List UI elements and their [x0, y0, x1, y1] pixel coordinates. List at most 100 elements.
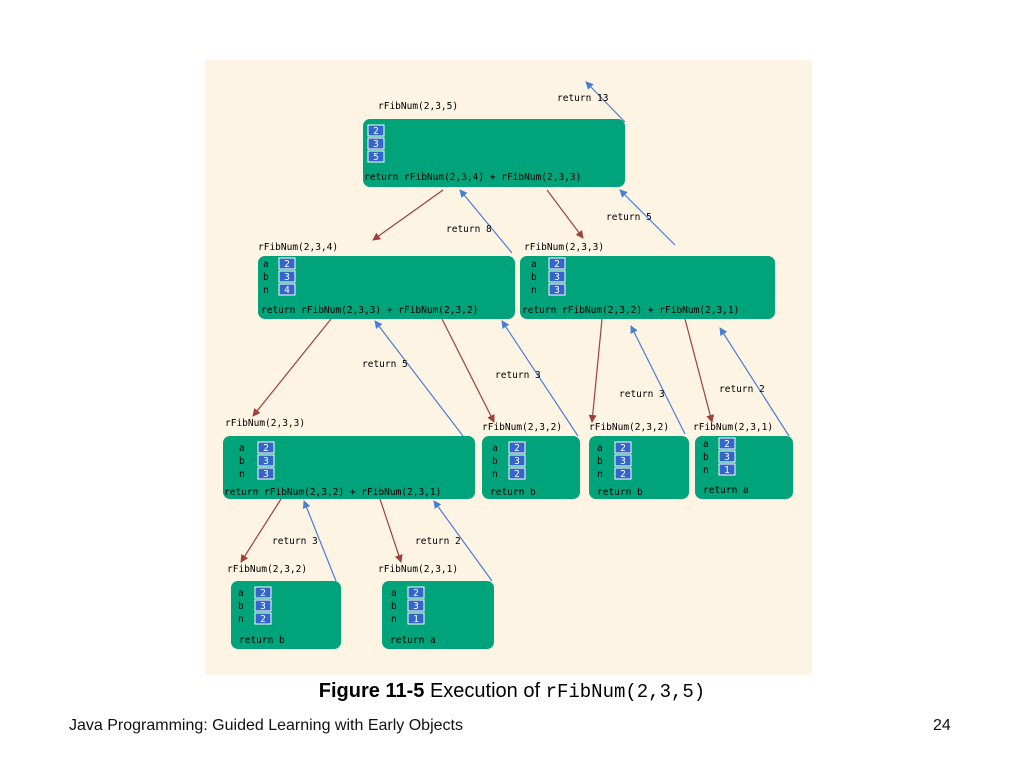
- frame-n0: rFibNum(2,3,5)a2b3n5return rFibNum(2,3,4…: [363, 101, 625, 187]
- var-box-a: [254, 586, 272, 599]
- return-arrow: [374, 320, 464, 437]
- call-arrow: [546, 189, 584, 239]
- return-value-label: return 2: [719, 384, 765, 395]
- var-label-a: a: [531, 259, 537, 270]
- return-value-label: return 2: [415, 536, 461, 547]
- footer-page-number: 24: [933, 717, 951, 734]
- var-label-n: n: [263, 285, 269, 296]
- activation-box: [258, 256, 515, 319]
- frame-n6: rFibNum(2,3,1) a 2 b 3 n 1 return a: [693, 422, 793, 499]
- call-arrow: [252, 318, 332, 417]
- activation-box: [223, 436, 475, 499]
- call-arrow: [588, 318, 603, 423]
- return-expression: return b: [490, 487, 536, 498]
- var-label-a: a: [391, 588, 397, 599]
- var-label-a: a: [597, 443, 603, 454]
- return-arrow: [501, 320, 579, 437]
- var-box-a: [367, 124, 385, 137]
- var-value-n: 4: [284, 285, 290, 296]
- var-value-a: 2: [373, 126, 379, 137]
- var-label-b: b: [239, 456, 245, 467]
- var-box-n: [407, 612, 425, 625]
- call-label: rFibNum(2,3,1): [693, 422, 773, 433]
- call-label: rFibNum(2,3,3): [225, 418, 305, 429]
- var-box-b: [614, 454, 632, 467]
- var-label-b: b: [391, 601, 397, 612]
- return-expression: return a: [703, 485, 749, 496]
- var-box-b: [367, 137, 385, 150]
- var-box-b: [257, 454, 275, 467]
- caption-code: rFibNum(2,3,5): [545, 681, 706, 703]
- diagram-panel: rFibNum(2,3,5)a2b3n5return rFibNum(2,3,4…: [205, 60, 812, 675]
- call-label: rFibNum(2,3,1): [378, 564, 458, 575]
- var-value-n: 3: [263, 469, 269, 480]
- var-label-n: n: [239, 469, 245, 480]
- var-label-a: a: [492, 443, 498, 454]
- figure-caption: Figure 11-5 Execution of rFibNum(2,3,5): [0, 680, 1024, 703]
- var-value-a: 2: [620, 443, 626, 454]
- activation-box: [363, 119, 625, 187]
- return-arrow: [585, 81, 626, 123]
- var-value-b: 3: [263, 456, 269, 467]
- var-box-b: [508, 454, 526, 467]
- caption-text: Execution of: [424, 680, 546, 702]
- var-label-n: n: [703, 465, 709, 476]
- call-arrow: [379, 498, 403, 563]
- var-value-n: 3: [554, 285, 560, 296]
- footer-course-title: Java Programming: Guided Learning with E…: [69, 717, 463, 734]
- call-arrow: [684, 318, 715, 423]
- var-label-b: b: [238, 601, 244, 612]
- var-box-n: [278, 283, 296, 296]
- var-box-b: [407, 599, 425, 612]
- recursion-tree-diagram: rFibNum(2,3,5)a2b3n5return rFibNum(2,3,4…: [223, 81, 793, 649]
- return-arrow: [630, 325, 686, 435]
- var-value-n: 2: [260, 614, 266, 625]
- var-value-b: 3: [284, 272, 290, 283]
- return-value-label: return 5: [362, 359, 408, 370]
- return-value-label: return 5: [606, 212, 652, 223]
- var-value-b: 3: [514, 456, 520, 467]
- var-label-n: n: [597, 469, 603, 480]
- var-label-a: a: [703, 439, 709, 450]
- call-arrow: [441, 318, 495, 423]
- var-value-n: 1: [724, 465, 730, 476]
- activation-box: [589, 436, 689, 499]
- var-value-b: 3: [620, 456, 626, 467]
- call-label: rFibNum(2,3,2): [589, 422, 669, 433]
- var-value-a: 2: [514, 443, 520, 454]
- var-value-n: 5: [373, 152, 379, 163]
- var-box-b: [548, 270, 566, 283]
- call-label: rFibNum(2,3,4): [258, 242, 338, 253]
- var-value-a: 2: [263, 443, 269, 454]
- var-box-b: [254, 599, 272, 612]
- activation-box: [482, 436, 580, 499]
- var-label-n: n: [492, 469, 498, 480]
- var-value-b: 3: [260, 601, 266, 612]
- call-label: rFibNum(2,3,3): [524, 242, 604, 253]
- var-label-a: a: [239, 443, 245, 454]
- return-value-label: return 13: [557, 93, 608, 104]
- var-label-a: a: [238, 588, 244, 599]
- var-box-b: [718, 450, 736, 463]
- call-label: rFibNum(2,3,5): [378, 101, 458, 112]
- var-label-b: b: [531, 272, 537, 283]
- var-box-n: [614, 467, 632, 480]
- return-expression: return b: [239, 635, 285, 646]
- var-box-n: [548, 283, 566, 296]
- var-box-n: [367, 150, 385, 163]
- return-expression: return rFibNum(2,3,2) + rFibNum(2,3,1): [224, 487, 441, 498]
- var-value-a: 2: [724, 439, 730, 450]
- var-label-b: b: [703, 452, 709, 463]
- var-box-n: [508, 467, 526, 480]
- var-label-b: b: [263, 272, 269, 283]
- activation-box: [520, 256, 775, 319]
- return-arrow: [302, 500, 337, 582]
- call-arrow: [240, 498, 282, 563]
- return-expression: return a: [390, 635, 436, 646]
- var-value-b: 3: [724, 452, 730, 463]
- call-arrow: [372, 189, 444, 241]
- var-value-n: 2: [514, 469, 520, 480]
